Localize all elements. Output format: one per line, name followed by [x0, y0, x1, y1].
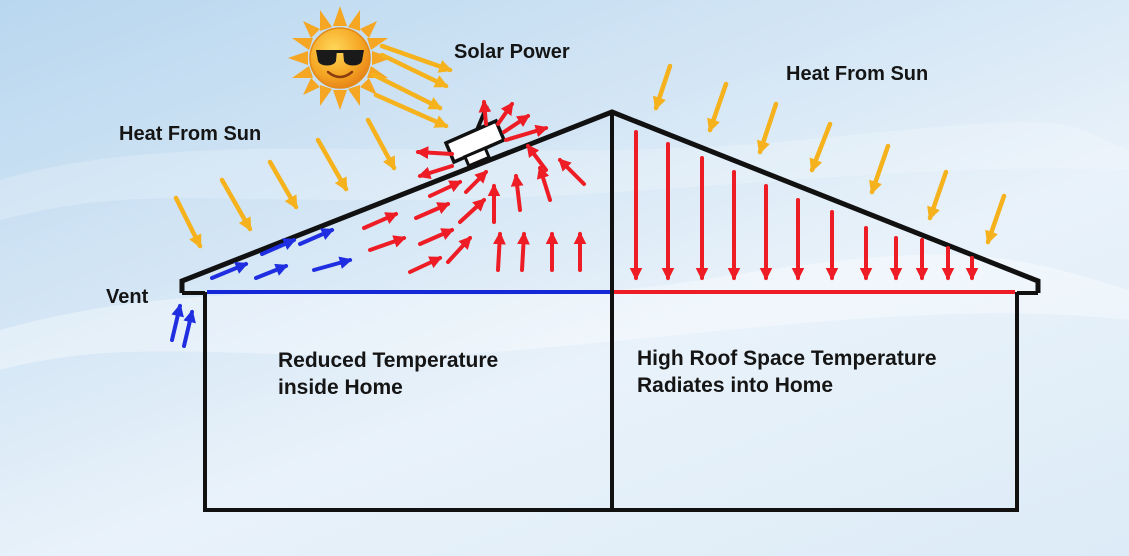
- sun-ray: [707, 81, 729, 133]
- hot-air-arrow: [458, 198, 486, 224]
- sun-ray: [379, 43, 453, 73]
- sun-ray: [985, 193, 1007, 245]
- exhaust-arrow: [417, 164, 454, 180]
- sun-ray: [315, 137, 349, 192]
- hot-air-arrow: [493, 231, 506, 272]
- exhaust-arrow: [504, 124, 549, 142]
- hot-air-arrow: [414, 202, 451, 220]
- cool-air-arrow: [260, 238, 297, 256]
- heat-from-sun-right-label: Heat From Sun: [786, 63, 929, 85]
- heat-from-sun-left-label: Heat From Sun: [119, 123, 262, 145]
- sun-ray: [373, 92, 449, 129]
- exhaust-arrow: [496, 101, 514, 126]
- hot-air-arrow: [464, 170, 488, 194]
- left-room-label-line2: inside Home: [278, 376, 403, 400]
- house-outline: [179, 109, 1041, 512]
- hot-air-arrow: [558, 158, 586, 186]
- vent-intake-arrow: [170, 303, 184, 342]
- sun-rays: [173, 43, 1007, 249]
- cool-air-arrow: [254, 263, 289, 280]
- hot-air-arrow: [428, 180, 463, 198]
- sun-ray: [365, 117, 397, 171]
- sun-with-sunglasses-icon: [288, 6, 392, 110]
- sun-ray: [757, 101, 779, 155]
- sun-ray: [653, 63, 673, 111]
- right-room-label: High Roof Space Temperature Radiates int…: [637, 345, 937, 400]
- sun-ray: [927, 169, 949, 221]
- sun-ray: [173, 195, 203, 249]
- hot-air-arrow: [418, 228, 455, 246]
- hot-air-arrow: [362, 212, 399, 230]
- right-room-label-line1: High Roof Space Temperature: [637, 347, 937, 370]
- hot-air-arrow: [510, 173, 524, 212]
- background-streaks: [0, 121, 1129, 370]
- hot-air-arrow: [446, 236, 472, 264]
- vent-intake-arrow: [182, 309, 196, 348]
- sun-ray: [809, 121, 833, 173]
- hot-air-arrow: [368, 235, 407, 252]
- solar-power-label: Solar Power: [454, 41, 570, 63]
- sun-ray: [379, 52, 449, 89]
- cool-air-flow: [170, 228, 353, 348]
- hot-air-arrow: [526, 143, 548, 172]
- exhaust-arrow: [478, 99, 492, 126]
- hot-air-arrow: [517, 231, 530, 272]
- left-room-label-line1: Reduced Temperature: [278, 349, 499, 372]
- sun-ray: [869, 143, 891, 195]
- right-room-label-line2: Radiates into Home: [637, 374, 834, 398]
- left-room-label: Reduced Temperature inside Home: [278, 347, 498, 402]
- sunglasses: [316, 50, 364, 66]
- hot-air-arrow: [408, 256, 443, 274]
- exhaust-arrow: [502, 114, 531, 134]
- sun-ray: [371, 72, 443, 111]
- sun-ray: [267, 159, 299, 210]
- cool-air-arrow: [210, 261, 249, 280]
- radiating-heat-flow: [629, 130, 979, 281]
- vent-label: Vent: [106, 286, 149, 308]
- cool-air-arrow: [312, 256, 353, 272]
- hot-air-arrow: [536, 165, 552, 202]
- sun-ray: [219, 177, 253, 232]
- cool-air-arrow: [298, 228, 335, 246]
- hot-air-flow: [362, 99, 587, 274]
- sun-smile: [326, 70, 354, 79]
- exhaust-arrow: [415, 146, 454, 159]
